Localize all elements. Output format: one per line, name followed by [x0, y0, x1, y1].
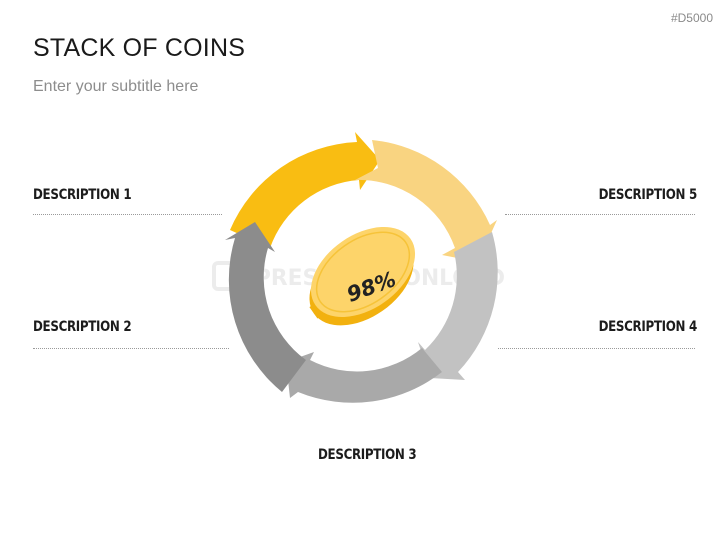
cycle-arrow-4 — [418, 232, 498, 380]
description-1-rule — [33, 214, 222, 215]
cycle-arrow-3 — [286, 348, 442, 403]
description-5: DESCRIPTION 5 — [598, 187, 698, 203]
slide-id: #D5000 — [670, 11, 713, 25]
description-3: DESCRIPTION 3 — [318, 447, 417, 463]
cycle-arrow-1 — [230, 132, 380, 248]
description-4: DESCRIPTION 4 — [598, 319, 698, 335]
coin-face — [310, 226, 416, 318]
description-2: DESCRIPTION 2 — [33, 319, 132, 335]
cycle-arrow-5 — [355, 140, 497, 262]
description-5-rule — [505, 214, 695, 215]
coin — [309, 226, 416, 326]
description-2-rule — [33, 348, 229, 349]
description-4-rule — [498, 348, 695, 349]
page-title: STACK OF COINS — [33, 34, 246, 62]
page-subtitle: Enter your subtitle here — [33, 78, 199, 95]
description-1: DESCRIPTION 1 — [33, 187, 132, 203]
cycle-arrow-2 — [225, 222, 306, 392]
